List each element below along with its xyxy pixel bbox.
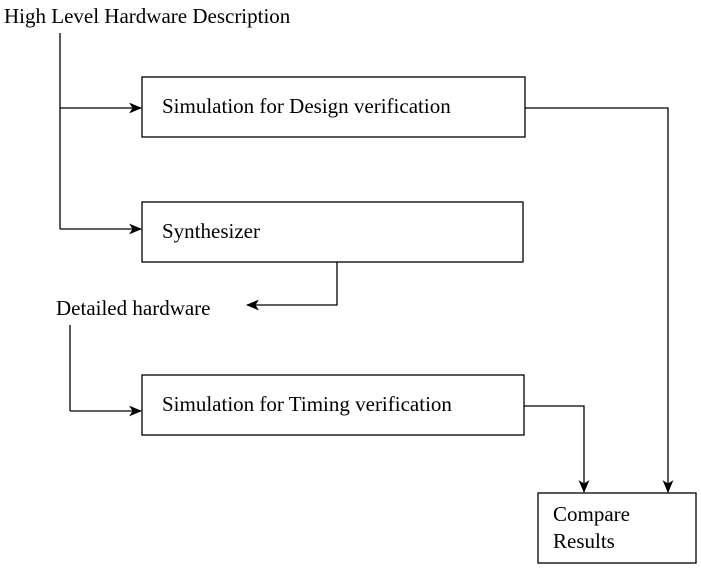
box-synthesizer: Synthesizer	[141, 201, 524, 263]
connector-timing-verification-to-compare-results	[524, 405, 590, 494]
box-design-verification-rect	[141, 76, 526, 138]
box-timing-verification: Simulation for Timing verification	[141, 374, 525, 436]
label-detailed-hardware: Detailed hardware	[56, 296, 211, 320]
box-compare-results: Compare Results	[537, 492, 697, 564]
box-timing-verification-label: Simulation for Timing verification	[162, 392, 452, 416]
box-compare-results-label-line1: Compare	[553, 502, 630, 526]
box-timing-verification-rect	[141, 374, 525, 436]
box-synthesizer-label: Synthesizer	[162, 219, 260, 243]
box-synthesizer-rect	[141, 201, 524, 263]
box-compare-results-label-line2: Results	[553, 529, 615, 553]
connector-synthesizer-to-detailed-hardware	[245, 262, 338, 311]
box-design-verification: Simulation for Design verification	[141, 76, 526, 138]
title-label-high-level-hardware-description: High Level Hardware Description	[4, 4, 291, 28]
box-compare-results-rect	[537, 492, 697, 564]
connector-design-verification-to-compare-results	[525, 107, 674, 494]
box-design-verification-label: Simulation for Design verification	[162, 94, 451, 118]
